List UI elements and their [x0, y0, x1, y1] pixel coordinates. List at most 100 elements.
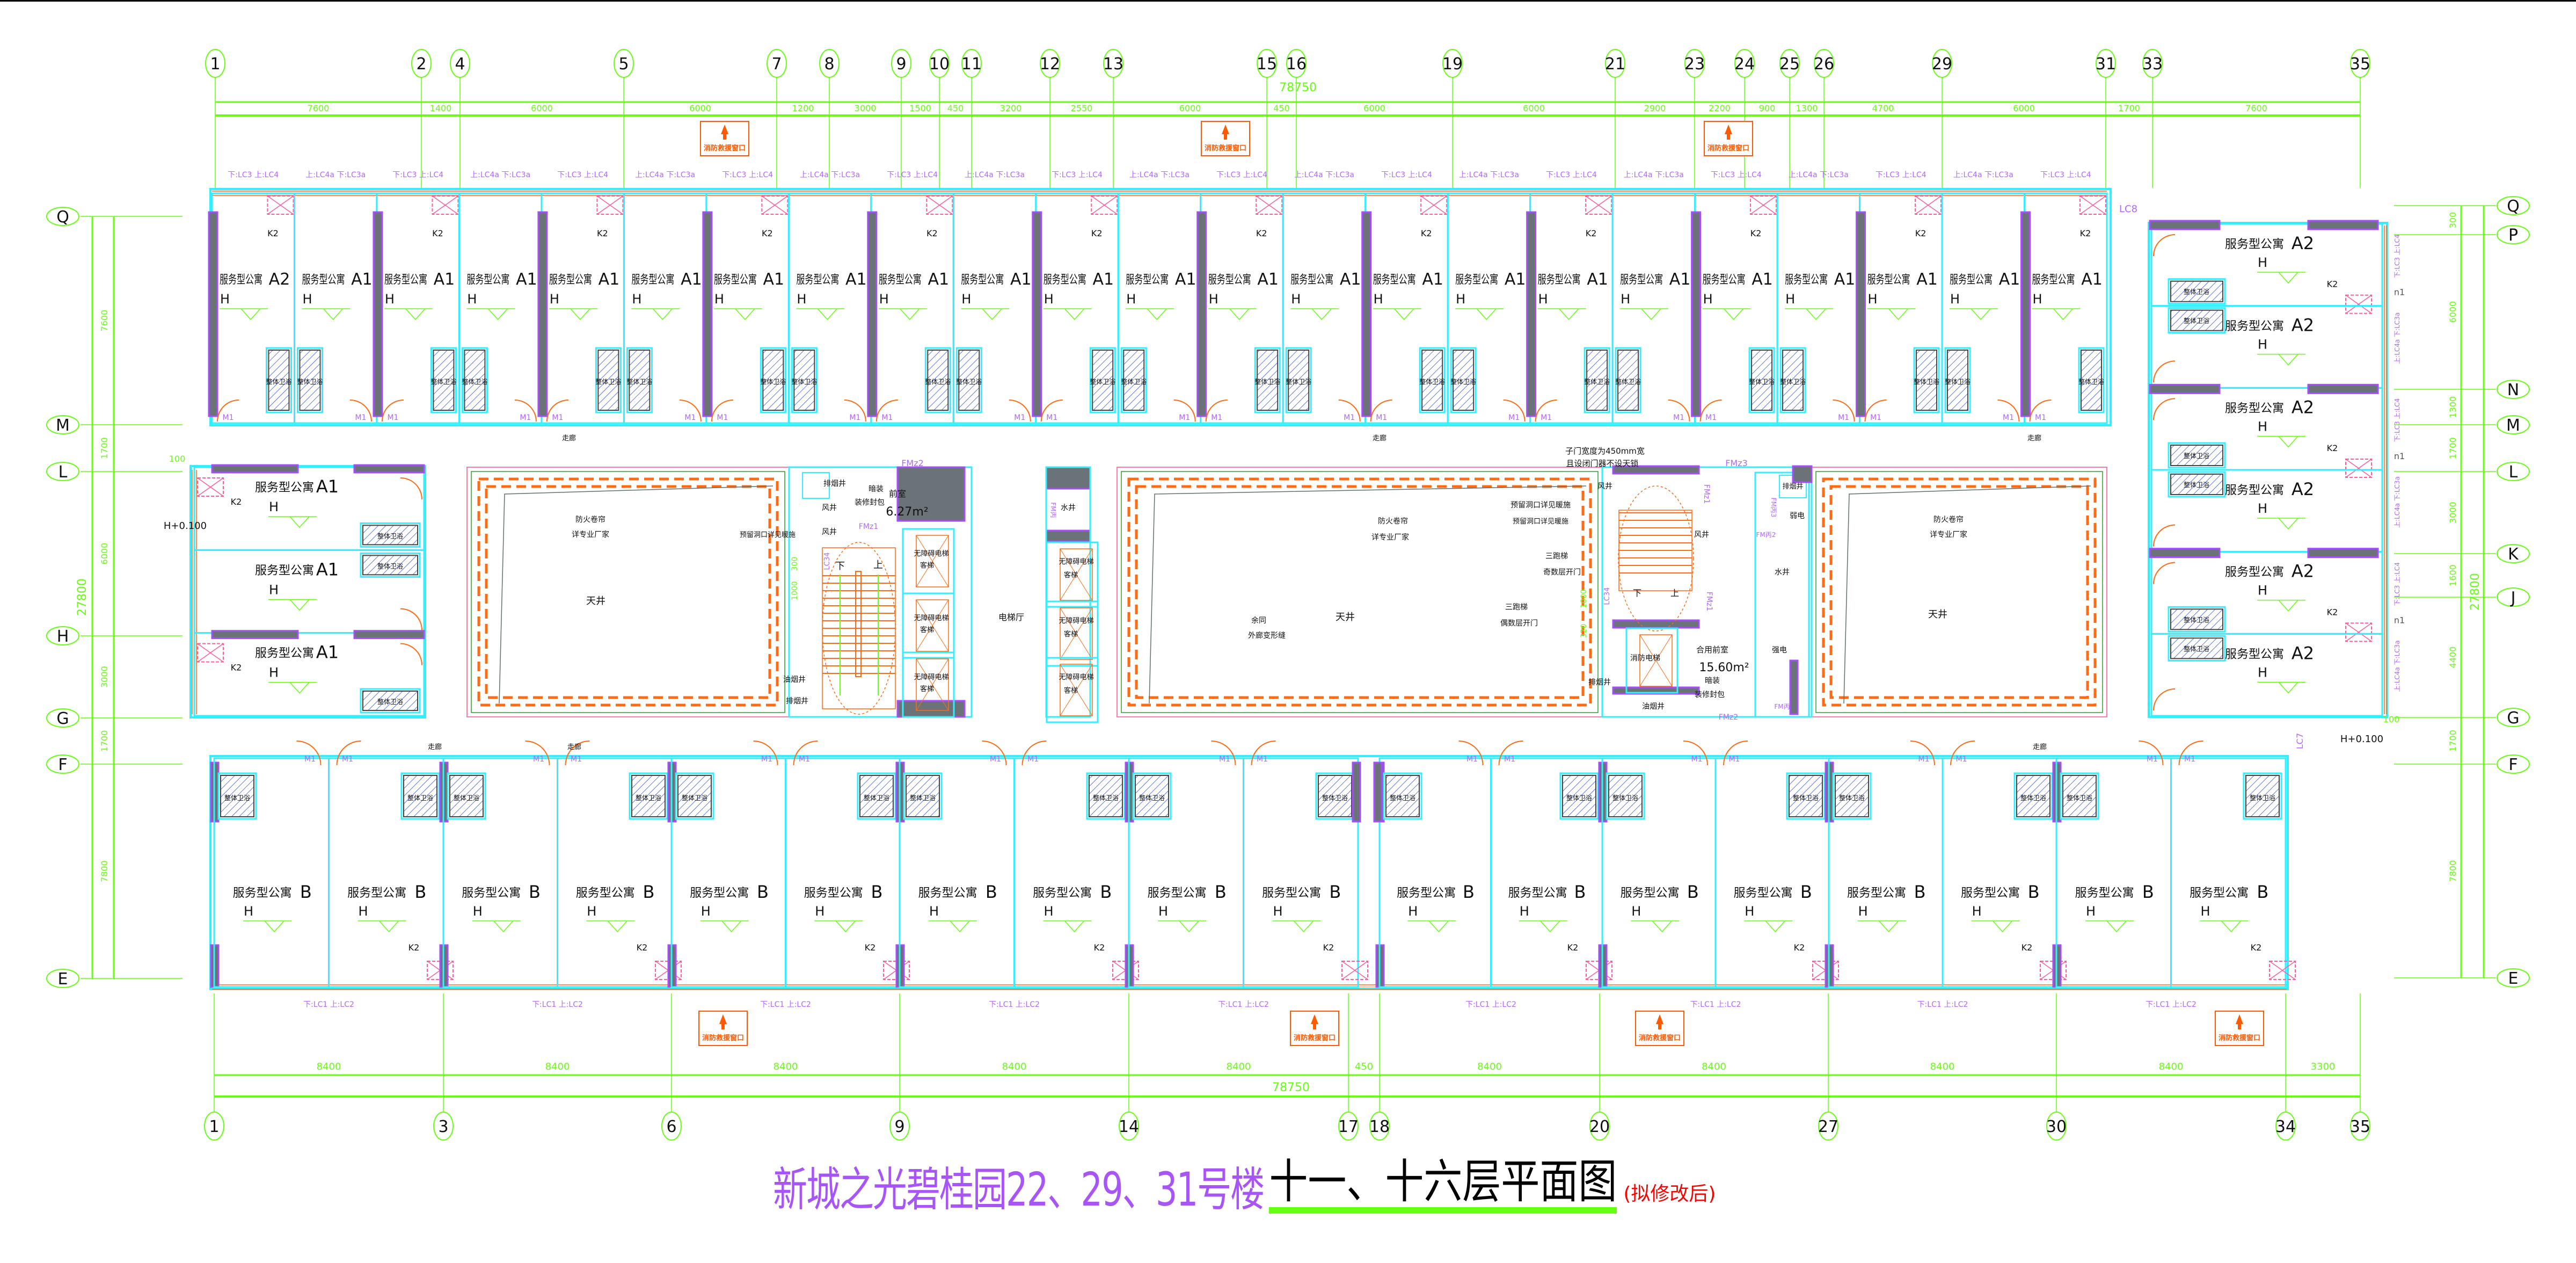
- door-label: M1: [1504, 755, 1515, 764]
- axis-label: J: [2510, 589, 2516, 607]
- bathroom-hatch: [859, 775, 894, 817]
- ac-cross: [197, 477, 224, 497]
- unit-type: B: [871, 882, 883, 902]
- axis-label: 10: [929, 55, 950, 74]
- dim-value: 1300: [1796, 103, 1818, 113]
- ac-unit: [2345, 294, 2372, 314]
- ac-label: K2: [1750, 228, 1762, 238]
- unit-name: 服务型公寓: [1043, 273, 1086, 287]
- note: 详专业厂家: [572, 530, 609, 539]
- ac-cross: [432, 195, 458, 215]
- axis-label: 21: [1605, 55, 1625, 74]
- corridor-label: 走廊: [428, 743, 442, 751]
- level-triangle-icon: [1208, 308, 1257, 321]
- atrium-label: 天井: [1928, 609, 1947, 620]
- level-mark: H: [1868, 292, 1878, 307]
- unit-name: 服务型公寓: [255, 564, 314, 577]
- ac-label: K2: [597, 228, 608, 238]
- level-mark: H: [2258, 501, 2267, 516]
- window-label: 上:LC4a 下:LC3a: [305, 171, 366, 179]
- ac-label: K2: [1915, 228, 1926, 238]
- axis-bubble: [2497, 415, 2530, 434]
- unit-type: A1: [599, 270, 620, 289]
- axis-bubble: [891, 49, 911, 78]
- door-swing: [1699, 400, 1722, 422]
- door-swing: [753, 741, 778, 766]
- axis-bubble: [2497, 587, 2530, 607]
- unit-name: 服务型公寓: [961, 273, 1004, 287]
- door-swing: [400, 608, 422, 630]
- level-triangle-icon: [1950, 308, 1998, 321]
- axis-bubble: [46, 626, 79, 645]
- axis-label: 3: [438, 1117, 448, 1136]
- door-swing: [349, 400, 372, 422]
- door-label: M1: [717, 413, 728, 422]
- axis-bubble: [1286, 49, 1307, 78]
- window-label: 下:LC3 上:LC4: [1216, 171, 1267, 179]
- bathroom-label: 整体卫浴: [1566, 794, 1592, 802]
- elevator-label: 客梯: [1064, 686, 1078, 695]
- dim-value: 450: [947, 103, 964, 113]
- axis-bubble: [433, 1112, 454, 1141]
- dim-value: 7600: [99, 310, 110, 332]
- unit-name: 服务型公寓: [466, 273, 509, 287]
- window-label: 下:LC3 上:LC4: [722, 171, 773, 179]
- bathroom-hatch: [268, 350, 290, 411]
- bathroom-label: 整体卫浴: [2250, 794, 2275, 802]
- dim-value: 7600: [308, 103, 330, 113]
- level-mark: H: [385, 292, 395, 307]
- level-mark: H: [961, 292, 971, 307]
- ac-unit: [2079, 195, 2106, 215]
- unit-type: A1: [316, 642, 339, 663]
- level-triangle-icon: [268, 516, 317, 528]
- corridor-label: 走廊: [2027, 434, 2041, 442]
- axis-bubble: [1818, 1112, 1838, 1141]
- axis-bubble: [2497, 225, 2530, 244]
- ac-label: K2: [2327, 279, 2338, 289]
- window-label: 下:LC3 上:LC4: [887, 171, 938, 179]
- unit-name: 服务型公寓: [1373, 273, 1416, 287]
- shaft-label: 油烟井: [1642, 702, 1665, 711]
- level-triangle-icon: [472, 920, 521, 933]
- level-mark: H: [701, 904, 711, 919]
- unit-name: 服务型公寓: [1262, 887, 1321, 900]
- atrium-left-edge: [471, 471, 785, 713]
- dim-value: 2900: [1644, 103, 1666, 113]
- unit-type: B: [300, 882, 312, 902]
- axis-bubble: [2497, 462, 2530, 481]
- ac-cross: [197, 643, 224, 663]
- vent-label: n1: [2394, 287, 2405, 297]
- structural-column: [1612, 619, 1700, 629]
- bathroom-label: 整体卫浴: [2184, 481, 2209, 489]
- room-label: 合用前室: [1696, 645, 1728, 655]
- dim-value: 450: [1273, 103, 1290, 113]
- elevator-shaft: [902, 651, 955, 718]
- unit-type: B: [1329, 882, 1341, 902]
- fire-rescue-label: 消防救援窗口: [702, 1034, 744, 1042]
- bathroom-label: 整体卫浴: [1584, 378, 1610, 386]
- level-triangle-icon: [1290, 308, 1339, 321]
- shaft-label: 排烟井: [786, 697, 808, 706]
- elevator-cross: [916, 599, 949, 652]
- core-right-outline: [1601, 466, 1813, 718]
- ac-cross: [2269, 961, 2296, 980]
- level-triangle-icon: [1867, 308, 1916, 321]
- fire-rescue-label: 消防救援窗口: [704, 144, 746, 153]
- dim-value: 4400: [2448, 647, 2458, 669]
- window-code: LC7: [2295, 733, 2305, 749]
- unit-type: B: [1687, 882, 1699, 902]
- unit-type: A1: [1999, 270, 2020, 289]
- bathroom-hatch: [1751, 350, 1773, 411]
- level-mark: H: [2258, 665, 2267, 680]
- level-mark: H: [2258, 583, 2267, 598]
- bathroom-hatch: [597, 350, 619, 411]
- level-mark: H: [1785, 292, 1795, 307]
- window-label: 下:LC3 上:LC4: [1876, 171, 1926, 179]
- structural-column: [2149, 548, 2221, 558]
- level-mark: H: [2201, 904, 2210, 919]
- window-label: 下:LC1 上:LC2: [1917, 1000, 1968, 1009]
- unit-type: B: [529, 882, 541, 902]
- dim-value: 900: [1759, 103, 1776, 113]
- door-swing: [381, 400, 404, 422]
- axis-bubble: [2046, 1112, 2067, 1141]
